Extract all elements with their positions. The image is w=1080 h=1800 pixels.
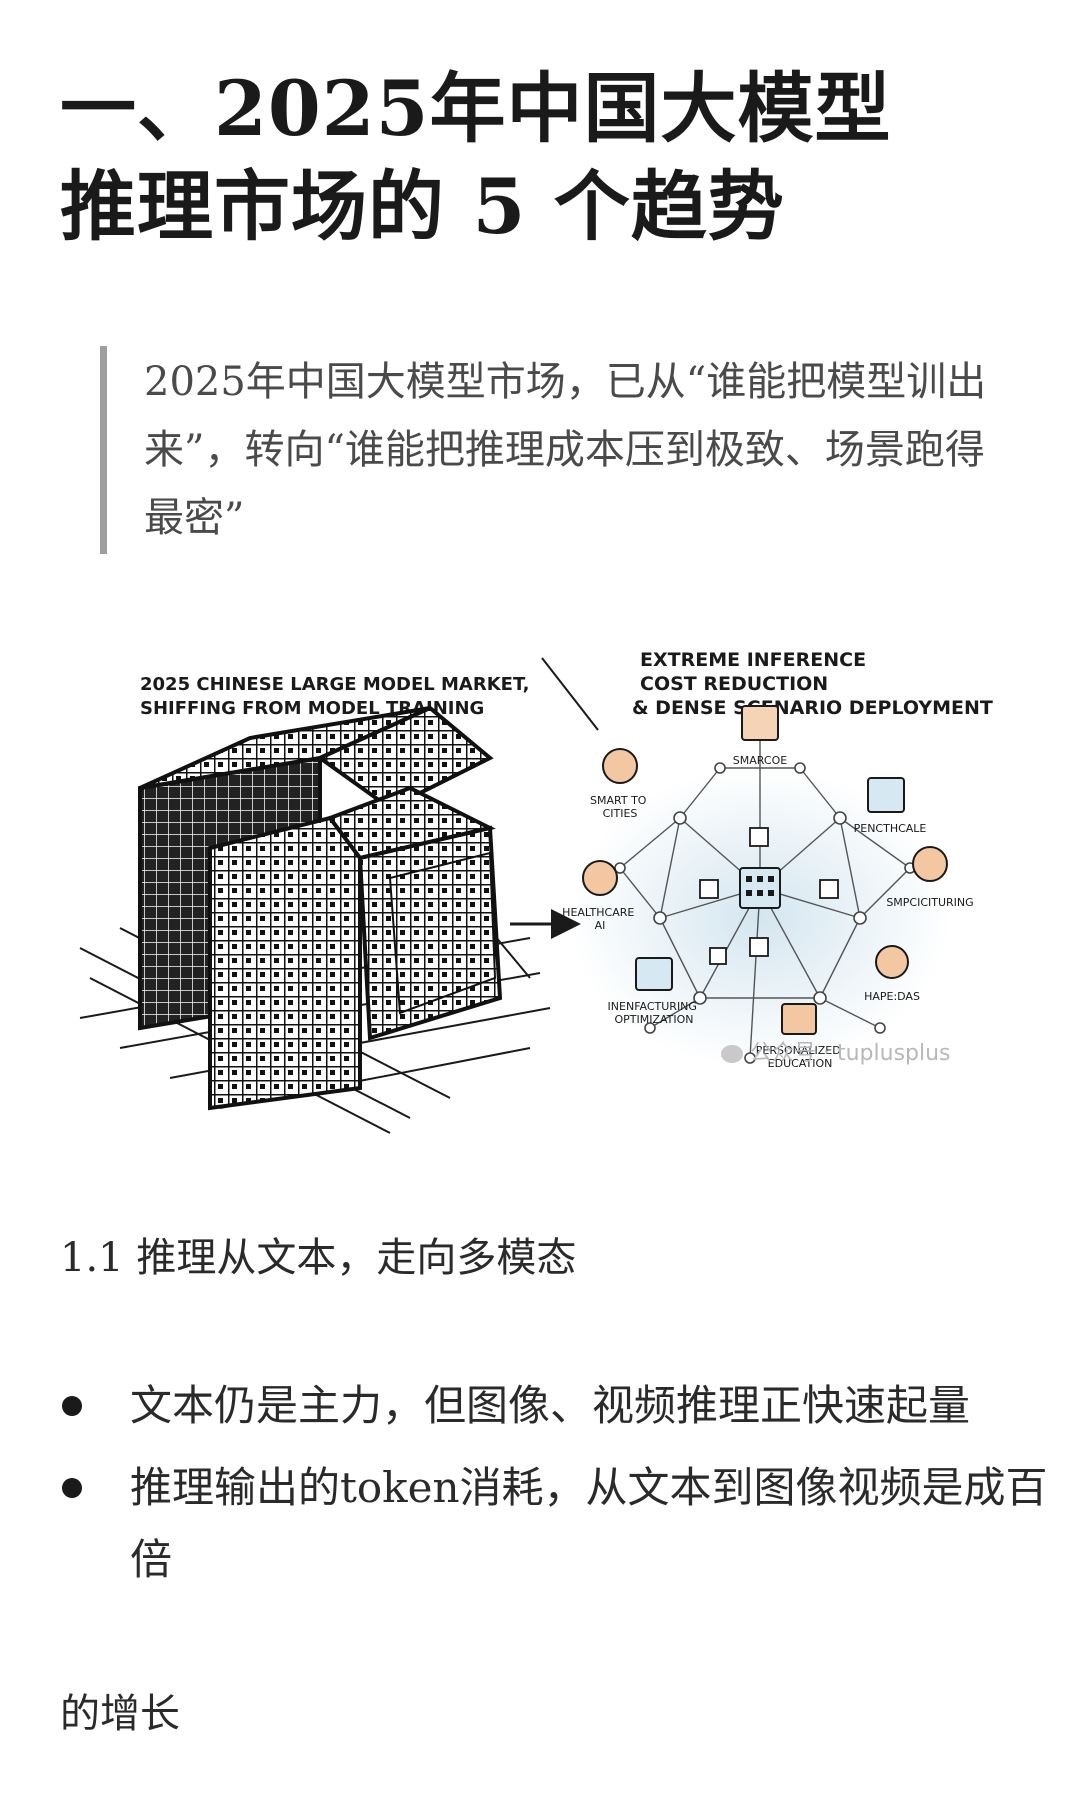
title-divider-slash xyxy=(541,657,599,731)
node-label-line: SMPCICITURING xyxy=(886,896,973,909)
node-label-line: SMARCOE xyxy=(733,754,787,767)
right-title-line: & DENSE SCENARIO DEPLOYMENT xyxy=(632,697,993,719)
node-label-line: INENFACTURING xyxy=(608,1000,697,1013)
node-label-line: PERSONALIZED xyxy=(756,1044,841,1057)
right-title-line: COST REDUCTION xyxy=(640,673,828,695)
node-hape-das: HAPE:DAS xyxy=(864,945,920,1003)
tablet-icon xyxy=(635,957,673,991)
document-badge-icon xyxy=(867,777,905,813)
node-label-line: AI xyxy=(595,919,606,932)
node-smarcoe: SMARCOE xyxy=(733,705,787,767)
bullet-dot-icon xyxy=(62,1396,82,1416)
node-label: INENFACTURING OPTIMIZATION xyxy=(608,1000,701,1026)
right-figure-title: EXTREME INFERENCE COST REDUCTION & DENSE… xyxy=(632,649,993,719)
bullet-text: 文本仍是主力，但图像、视频推理正快速起量 xyxy=(130,1370,1050,1442)
bullet-line: 文本仍是主力，但图像、视频推理正快速起量 xyxy=(130,1381,971,1430)
node-label-line: HAPE:DAS xyxy=(864,990,920,1003)
node-label-line: PENCTHCALE xyxy=(854,822,927,835)
data-cube-sketch xyxy=(79,705,581,1134)
watermark-text: 公众号 · tuplusplus xyxy=(750,1041,951,1066)
left-figure-title: 2025 CHINESE LARGE MODEL MARKET, SHIFFIN… xyxy=(140,674,536,719)
node-label: PENCTHCALE xyxy=(854,822,927,835)
magnifier-icon xyxy=(912,846,948,882)
city-grid-icon xyxy=(602,748,638,784)
bullet-item: 推理输出的token消耗，从文本到图像视频是成百 倍 xyxy=(60,1452,1050,1596)
article-title-line: 推理市场的 5 个趋势 xyxy=(60,162,785,251)
node-smart-cities: SMART TO CITIES xyxy=(590,748,650,820)
blockquote-line: 最密” xyxy=(144,495,245,541)
bullet-item: 文本仍是主力，但图像、视频推理正快速起量 xyxy=(60,1370,1050,1442)
node-healthcare-ai: HEALTHCARE AI xyxy=(562,860,638,932)
node-penctchcale: PENCTHCALE xyxy=(854,777,927,835)
bullet-text: 推理输出的token消耗，从文本到图像视频是成百 倍 xyxy=(130,1452,1050,1596)
wechat-icon xyxy=(721,1045,743,1063)
scenario-network: SMARCOE SMART TO CITIES PENCTHCALE xyxy=(562,705,974,1070)
watermark: 公众号 · tuplusplus xyxy=(721,1041,951,1066)
article-title-line: 一、2025年中国大模型 xyxy=(60,64,892,153)
node-label-line: EDUCATION xyxy=(768,1057,833,1070)
people-group-icon xyxy=(582,860,618,896)
summary-blockquote: 2025年中国大模型市场，已从“谁能把模型训出 来”，转向“谁能把推理成本压到极… xyxy=(100,346,1060,554)
blockquote-line: 2025年中国大模型市场，已从“谁能把模型训出 xyxy=(144,359,987,405)
node-label-line: SMART TO xyxy=(590,794,647,807)
trailing-paragraph: 的增长 xyxy=(60,1691,180,1737)
node-label: HAPE:DAS xyxy=(864,990,920,1003)
node-label-line: CITIES xyxy=(603,807,638,820)
right-title-line: EXTREME INFERENCE xyxy=(640,649,866,671)
node-label: PERSONALIZED EDUCATION xyxy=(756,1044,844,1070)
gear-cluster-icon xyxy=(875,945,909,979)
left-title-line: 2025 CHINESE LARGE MODEL MARKET, xyxy=(140,674,530,695)
article-title: 一、2025年中国大模型 推理市场的 5 个趋势 xyxy=(60,60,1020,256)
bullet-list: 文本仍是主力，但图像、视频推理正快速起量 推理输出的token消耗，从文本到图像… xyxy=(60,1370,1050,1596)
node-smpciciting: SMPCICITURING xyxy=(886,846,974,909)
node-label: SMART TO CITIES xyxy=(590,794,650,820)
section-heading: 1.1 推理从文本，走向多模态 xyxy=(60,1235,577,1281)
bullet-line: 推理输出的token消耗，从文本到图像视频是成百 xyxy=(130,1463,1048,1512)
bullet-line: 倍 xyxy=(130,1535,173,1584)
stacked-boxes-icon xyxy=(781,1003,817,1035)
illustration-svg: 2025 CHINESE LARGE MODEL MARKET, SHIFFIN… xyxy=(79,649,993,1134)
node-manufacturing-optimization: INENFACTURING OPTIMIZATION xyxy=(608,957,701,1026)
framed-picture-icon xyxy=(741,705,779,741)
bullet-dot-icon xyxy=(62,1478,82,1498)
illustration-figure: 2025 CHINESE LARGE MODEL MARKET, SHIFFIN… xyxy=(60,618,1026,1152)
node-label-line: OPTIMIZATION xyxy=(614,1013,693,1026)
node-label-line: HEALTHCARE xyxy=(562,906,634,919)
node-label: SMPCICITURING xyxy=(886,896,973,909)
blockquote-text: 2025年中国大模型市场，已从“谁能把模型训出 来”，转向“谁能把推理成本压到极… xyxy=(144,346,1060,552)
node-label: SMARCOE xyxy=(733,754,787,767)
blockquote-line: 来”，转向“谁能把推理成本压到极致、场景跑得 xyxy=(144,427,985,473)
node-label: HEALTHCARE AI xyxy=(562,906,638,932)
node-personalized-education: PERSONALIZED EDUCATION xyxy=(756,1003,844,1070)
